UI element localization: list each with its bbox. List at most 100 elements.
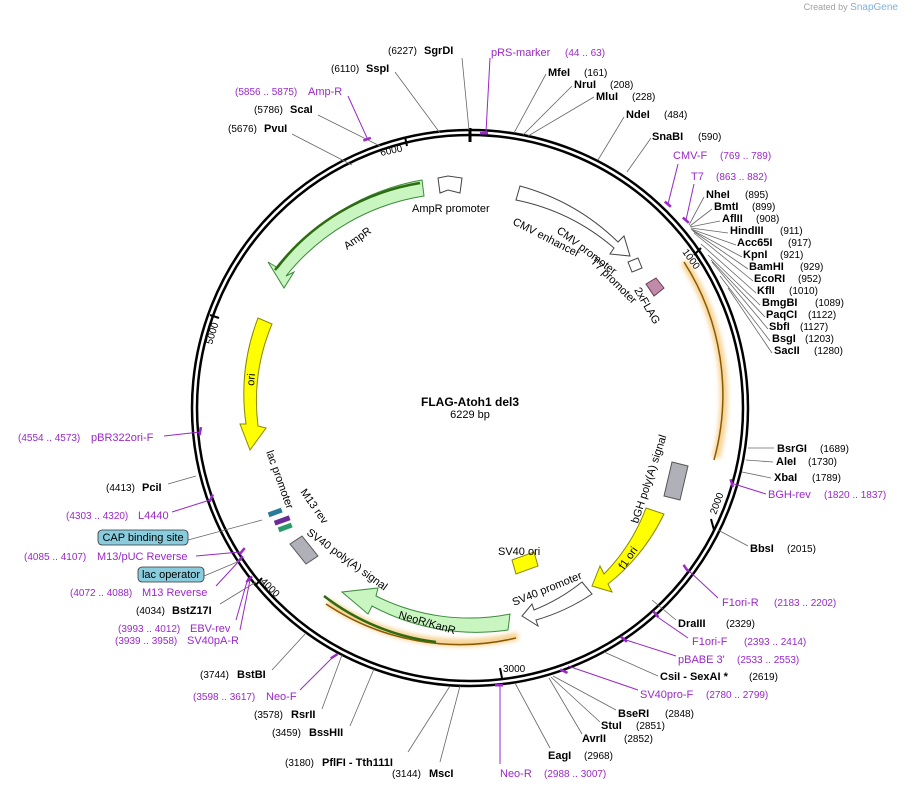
feature-label: AmpR promoter [412, 203, 490, 215]
enzyme-mfei[interactable]: MfeI (161) [513, 67, 607, 134]
primer-pbabe-3[interactable]: pBABE 3' (2533 .. 2553) [619, 635, 799, 666]
enzyme-xbai[interactable]: XbaI (1789) [741, 471, 841, 484]
enzyme-bmgbi[interactable]: BmgBI (1089) [762, 297, 844, 309]
enzyme-name: HindIII [730, 225, 764, 237]
credit-prefix: Created by [803, 2, 848, 12]
feature-sv40-ori[interactable]: SV40 ori [498, 546, 540, 575]
feature-sv40-promoter[interactable]: SV40 promoter [511, 570, 593, 628]
primer-f1ori-r[interactable]: F1ori-R (2183 .. 2202) [682, 564, 836, 609]
enzyme-pcii[interactable]: (4413) PciI [106, 475, 197, 494]
enzyme-hindiii[interactable]: HindIII (911) [730, 225, 803, 237]
enzyme-avrii[interactable]: AvrII (2852) [548, 677, 653, 745]
enzyme-pos: (1010) [789, 286, 818, 297]
enzyme-acc65i[interactable]: Acc65I (917) [737, 237, 811, 249]
enzyme-bmti[interactable]: BmtI (899) [714, 201, 775, 213]
primer-name: T7 [691, 171, 704, 183]
primer-l4440[interactable]: (4303 .. 4320) L4440 [66, 493, 215, 522]
enzyme-sspi[interactable]: (6110) SspI [331, 63, 441, 134]
feature-cmv[interactable]: CMV enhancer CMV promoter [511, 185, 631, 278]
primer-name: M13/pUC Reverse [97, 551, 187, 563]
enzyme-nrui[interactable]: NruI (208) [522, 79, 633, 136]
enzyme-bstz17i[interactable]: (4034) BstZ17I [136, 581, 257, 617]
tick-label: 5000 [204, 321, 221, 346]
enzyme-kfli[interactable]: KflI (1010) [757, 285, 818, 297]
enzyme-bbsi[interactable]: BbsI (2015) [717, 529, 816, 555]
primer-range: (2988 .. 3007) [544, 769, 606, 780]
feature-bgh-polya[interactable]: bGH poly(A) signal [629, 433, 689, 525]
orange-arc-right-line [683, 261, 724, 461]
primer-t7[interactable]: T7 (863 .. 882) [682, 171, 767, 224]
enzyme-eagi[interactable]: EagI (2968) [514, 682, 613, 762]
enzyme-name: BseRI [618, 708, 649, 720]
enzyme-pvui[interactable]: (5676) PvuI [228, 123, 353, 166]
feature-label: lac promoter [263, 449, 295, 511]
enzyme-paqci[interactable]: PaqCI (1122) [766, 309, 836, 321]
enzyme-bseri[interactable]: BseRI (2848) [552, 675, 694, 720]
feature-f1-ori[interactable]: f1 ori [591, 507, 665, 593]
enzyme-pos: (1280) [814, 346, 843, 357]
primer-neo-f[interactable]: (3598 .. 3617) Neo-F [193, 652, 339, 703]
credit-brand: SnapGene [850, 2, 898, 13]
enzyme-name: Acc65I [737, 237, 772, 249]
enzyme-name: BssHII [309, 727, 343, 739]
feature-ampr-promoter[interactable]: AmpR promoter [412, 175, 490, 215]
enzyme-pflfi-tth111i[interactable]: (3180) PflFI - Tth111I [285, 685, 451, 769]
tick-label: 2000 [708, 491, 726, 516]
primer-prs-marker[interactable]: pRS-marker (44 .. 63) [480, 47, 605, 135]
primer-range: (2533 .. 2553) [737, 655, 799, 666]
enzyme-pos: (1789) [812, 473, 841, 484]
feature-sv40-polya[interactable]: SV40 poly(A) signal [289, 527, 389, 593]
enzyme-msci[interactable]: (3144) MscI [392, 685, 461, 780]
primer-m13-puc-reverse[interactable]: (4085 .. 4107) M13/pUC Reverse [24, 547, 246, 563]
primer-name: Amp-R [308, 86, 342, 98]
enzyme-pos: (228) [632, 92, 655, 103]
feature-lac-cluster[interactable]: lac promoter M13 rev [263, 449, 330, 533]
primer-range: (3939 .. 3958) [115, 636, 177, 647]
primer-m13-reverse[interactable]: (4072 .. 4088) M13 Reverse [70, 555, 244, 599]
enzyme-bstbi[interactable]: (3744) BstBI [200, 632, 307, 681]
primer-pbr322ori-f[interactable]: (4554 .. 4573) pBR322ori-F [18, 426, 203, 444]
enzyme-bsrgi[interactable]: BsrGI (1689) [748, 443, 849, 455]
enzyme-scai[interactable]: (5786) ScaI [254, 104, 381, 147]
primer-ebv-rev[interactable]: (3993 .. 4012) EBV-rev [118, 577, 249, 635]
enzyme-mlui[interactable]: MluI (228) [527, 91, 655, 137]
enzyme-bsgi[interactable]: BsgI (1203) [772, 333, 834, 345]
enzyme-alei[interactable]: AleI (1730) [745, 456, 837, 468]
enzyme-pos: (3459) [272, 728, 301, 739]
boxed-lac-operator[interactable]: lac operator [137, 559, 243, 583]
enzyme-sgrdi[interactable]: (6227) SgrDI [388, 45, 470, 131]
primer-neo-r[interactable]: Neo-R (2988 .. 3007) [495, 684, 606, 780]
enzyme-kpni[interactable]: KpnI (921) [743, 249, 803, 261]
enzyme-sbfi[interactable]: SbfI (1127) [769, 321, 828, 333]
enzyme-csii-sexai[interactable]: CsiI - SexAI * (2619) [603, 651, 778, 683]
primer-sv40pro-f[interactable]: SV40pro-F (2780 .. 2799) [559, 665, 769, 701]
enzyme-stui[interactable]: StuI (2851) [550, 676, 665, 732]
enzyme-name: CsiI - SexAI * [660, 671, 729, 683]
enzyme-name: MfeI [548, 67, 570, 79]
feature-ori[interactable]: ori [239, 317, 273, 452]
primer-name: SV40pro-F [640, 689, 693, 701]
feature-2xflag[interactable]: 2xFLAG [631, 277, 665, 326]
enzyme-rsrii[interactable]: (3578) RsrII [254, 654, 343, 721]
enzyme-pos: (161) [584, 68, 607, 79]
enzyme-pos: (484) [664, 110, 687, 121]
primer-cmv-f[interactable]: CMV-F (769 .. 789) [663, 150, 771, 208]
enzyme-bamhi[interactable]: BamHI (929) [749, 261, 823, 273]
primer-f1ori-f[interactable]: F1ori-F (2393 .. 2414) [652, 610, 806, 648]
enzyme-ndei[interactable]: NdeI (484) [597, 109, 687, 161]
primer-bgh-rev[interactable]: BGH-rev (1820 .. 1837) [729, 478, 886, 501]
primer-sv40pa-r[interactable]: (3939 .. 3958) SV40pA-R [115, 575, 253, 647]
enzyme-snabi[interactable]: SnaBI (590) [626, 131, 721, 173]
enzyme-name: NruI [574, 79, 596, 91]
enzyme-aflii[interactable]: AflII (908) [722, 213, 779, 225]
enzyme-ecori[interactable]: EcoRI (952) [754, 273, 821, 285]
feature-neor-kanr[interactable]: NeoR/KanR [323, 587, 511, 644]
boxed-cap-binding-site[interactable]: CAP binding site [97, 519, 263, 546]
primer-amp-r[interactable]: (5856 .. 5875) Amp-R [235, 86, 372, 142]
enzyme-nhei[interactable]: NheI (895) [706, 189, 768, 201]
enzyme-sacii[interactable]: SacII (1280) [774, 345, 843, 357]
enzyme-bsshii[interactable]: (3459) BssHII [272, 668, 375, 739]
enzyme-pos: (6110) [331, 64, 359, 75]
enzyme-draiii[interactable]: DraIII (2329) [651, 599, 755, 630]
feature-t7-promoter[interactable]: T7 promoter [588, 256, 643, 307]
